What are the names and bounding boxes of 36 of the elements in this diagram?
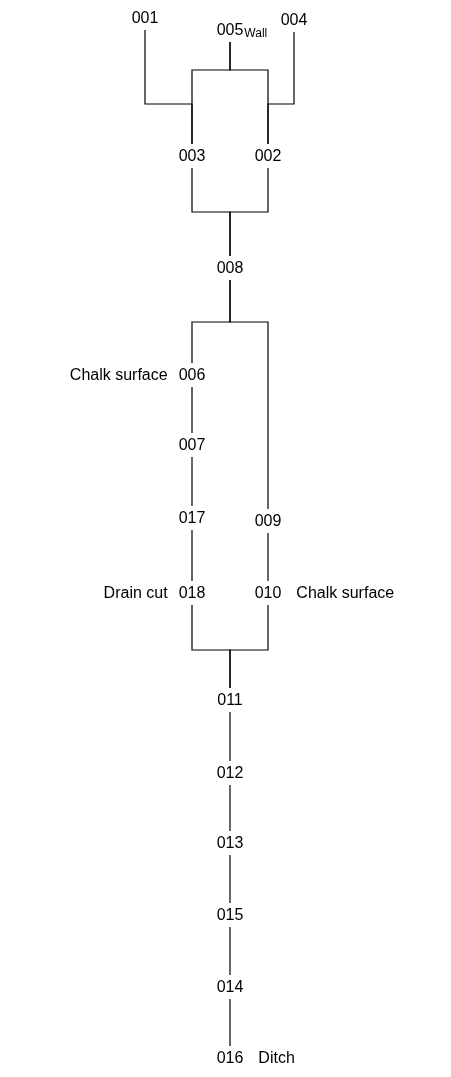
stratigraphic-link	[191, 529, 193, 582]
context-number: 002	[254, 147, 282, 164]
context-description: Drain cut	[103, 584, 168, 602]
context-description: Wall	[244, 25, 268, 42]
context-number: 017	[178, 509, 206, 526]
context-description: Chalk surface	[69, 366, 168, 384]
stratigraphic-link	[267, 31, 295, 145]
context-number: 012	[216, 764, 244, 781]
context-number: 005	[216, 21, 244, 38]
stratigraphic-link	[229, 926, 231, 976]
context-number: 016	[216, 1049, 244, 1066]
context-number: 015	[216, 906, 244, 923]
stratigraphic-link	[229, 998, 231, 1047]
context-number: 007	[178, 436, 206, 453]
context-number: 004	[280, 11, 308, 28]
context-number: 006	[178, 366, 206, 383]
context-number: 013	[216, 834, 244, 851]
context-number: 001	[131, 9, 159, 26]
context-number: 010	[254, 584, 282, 601]
context-number: 003	[178, 147, 206, 164]
context-description: Chalk surface	[296, 584, 395, 602]
context-number: 008	[216, 259, 244, 276]
stratigraphic-link	[229, 854, 231, 904]
context-number: 014	[216, 978, 244, 995]
stratigraphic-link	[191, 456, 193, 507]
stratigraphic-link	[267, 532, 269, 582]
stratigraphic-link	[229, 711, 231, 762]
stratigraphic-link	[191, 386, 193, 434]
stratigraphic-link	[229, 279, 269, 510]
stratigraphic-link	[229, 784, 231, 832]
stratigraphic-link	[229, 167, 269, 257]
context-number: 011	[217, 691, 243, 708]
context-number: 018	[178, 584, 206, 601]
context-description: Ditch	[258, 1049, 295, 1067]
stratigraphic-link	[229, 604, 269, 689]
context-number: 009	[254, 512, 282, 529]
